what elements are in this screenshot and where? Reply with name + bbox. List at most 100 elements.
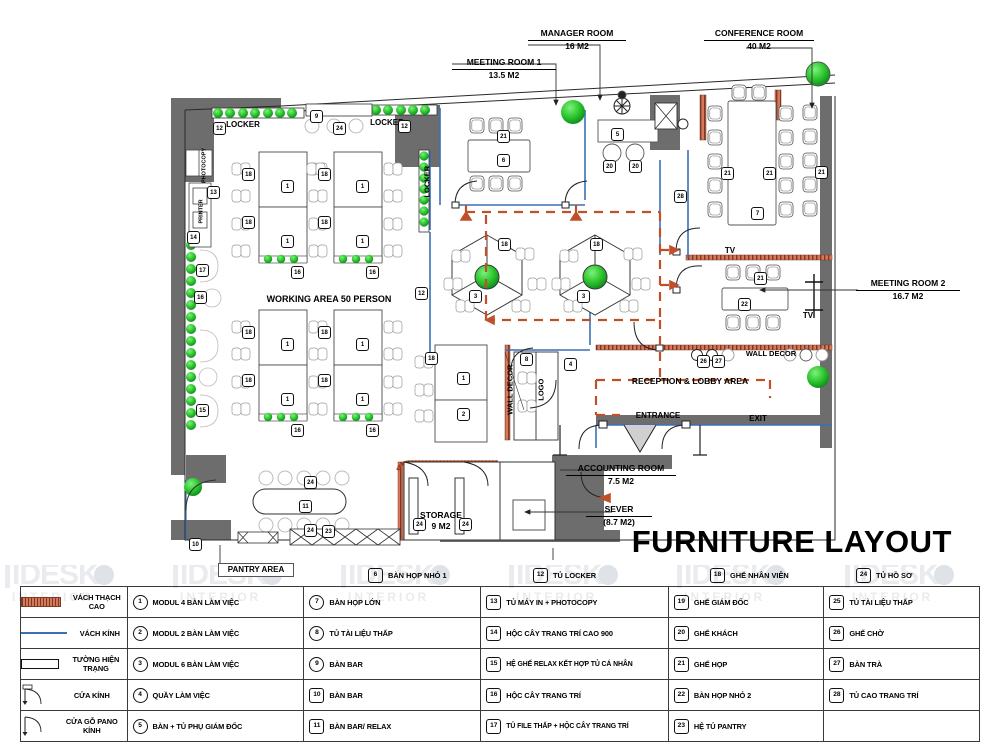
plan-item-badge: 18 — [318, 326, 331, 339]
sever-room-callout: SEVER (8.7 M2) — [586, 504, 652, 527]
item-number-badge: 5 — [132, 718, 148, 734]
floor-plan-drawing — [171, 44, 858, 563]
plan-item-badge: 16 — [194, 291, 207, 304]
item-label: TỦ HỒ SƠ — [876, 571, 913, 580]
legend-item-cell: 10 BÀN BAR — [303, 679, 482, 711]
plan-item-badge: 22 — [738, 298, 751, 311]
legend-clipped-top-row: 6 BÀN HỌP NHỎ 1 12 TỦ LOCKER 18 GHẾ NHÂN… — [20, 568, 980, 585]
service-rooms — [403, 461, 556, 541]
locker-side-label: LOCKER — [422, 165, 432, 198]
plan-item-badge: 24 — [413, 518, 426, 531]
item-number-badge: 21 — [673, 656, 689, 672]
locker-left-label: LOCKER — [226, 120, 260, 129]
plan-item-badge: 8 — [520, 353, 533, 366]
plan-item-badge: 28 — [674, 190, 687, 203]
workstation-cluster-top — [258, 151, 383, 421]
meeting-room-2-area: 16.7 M2 — [892, 290, 924, 301]
plan-item-badge: 1 — [281, 180, 294, 193]
plan-item-badge: 24 — [304, 524, 317, 537]
legend-item-cell: 28 TỦ CAO TRANG TRÍ — [823, 679, 980, 711]
plan-item-badge: 17 — [196, 264, 209, 277]
plan-item-badge: 18 — [590, 238, 603, 251]
plan-item-badge: 21 — [721, 167, 734, 180]
item-number-badge: 22 — [673, 687, 689, 703]
item-number-badge: 7 — [309, 594, 325, 610]
legend-item-cell: 22 BÀN HỌP NHỎ 2 — [667, 679, 825, 711]
wall-decor-right-label: WALL DECOR — [745, 349, 797, 358]
item-label: GHẾ NHÂN VIÊN — [730, 571, 789, 580]
plan-item-badge: 16 — [291, 424, 304, 437]
item-label: GHẾ KHÁCH — [693, 628, 738, 638]
plan-item-badge: 18 — [318, 168, 331, 181]
item-label: GHẾ HỌP — [693, 659, 728, 669]
legend-item-cell: 17 TỦ FILE THẤP + HỘC CÂY TRANG TRÍ — [480, 710, 669, 742]
item-label: TỦ MÁY IN + PHOTOCOPY — [506, 597, 598, 607]
plan-item-badge: 24 — [459, 518, 472, 531]
legend-item-cell: 19 GHẾ GIÁM ĐỐC — [667, 586, 825, 618]
item-number-badge: 11 — [309, 718, 325, 734]
gypsum-wall-swatch-icon — [21, 597, 61, 607]
plan-item-badge: 4 — [564, 358, 577, 371]
plan-item-badge: 18 — [425, 352, 438, 365]
glass-wall-swatch-icon — [21, 632, 67, 634]
circulation-route — [464, 205, 772, 417]
plan-item-badge: 6 — [497, 154, 510, 167]
legend-row: CỬA GỖ PANO KÍNH 5 BÀN + TỦ PHỤ GIÁM ĐỐC… — [20, 710, 980, 742]
item-number-badge: 3 — [132, 656, 148, 672]
plan-item-badge: 18 — [318, 374, 331, 387]
legend-item-cell: 14 HỘC CÂY TRANG TRÍ CAO 900 — [480, 617, 669, 649]
printer-label: PRINTER — [198, 199, 205, 224]
plan-item-badge: 18 — [318, 216, 331, 229]
pantry-units — [237, 528, 401, 546]
item-number-badge: 10 — [309, 687, 325, 703]
plan-item-badge: 18 — [242, 374, 255, 387]
sever-room-area: (8.7 M2) — [603, 516, 635, 527]
storage-room-area: 9 M2 — [431, 520, 451, 531]
manager-room-title: MANAGER ROOM — [528, 28, 626, 41]
item-number-badge: 4 — [132, 687, 148, 703]
item-label: BÀN + TỦ PHỤ GIÁM ĐỐC — [152, 721, 243, 731]
item-number-badge: 19 — [673, 594, 689, 610]
plan-item-badge: 24 — [333, 122, 346, 135]
storage-room-callout: STORAGE 9 M2 — [407, 510, 475, 531]
item-number-badge: 28 — [829, 687, 845, 703]
plan-item-badge: 21 — [763, 167, 776, 180]
legend-item-cell: 7 BÀN HỌP LỚN — [303, 586, 482, 618]
tv-meeting-2-label: TV — [802, 311, 814, 320]
conference-room-area: 40 M2 — [747, 40, 771, 51]
item-number-badge: 8 — [309, 625, 325, 641]
accounting-room-callout: ACCOUNTING ROOM 7.5 M2 — [566, 463, 676, 486]
plan-item-badge: 1 — [356, 393, 369, 406]
plan-item-badge: 16 — [291, 266, 304, 279]
locker-right-label: LOCKER — [370, 118, 404, 127]
item-number-badge: 9 — [309, 656, 325, 672]
plan-item-badge: 10 — [189, 538, 202, 551]
plan-item-badge: 9 — [310, 110, 323, 123]
manager-room-furniture — [597, 90, 689, 163]
item-number-badge: 25 — [829, 594, 845, 610]
wall-decor-left-label: WALL DECOR — [505, 364, 515, 415]
plan-item-badge: 18 — [242, 326, 255, 339]
item-label: BÀN BAR — [329, 659, 363, 669]
legend-item-cell: 3 MODUL 6 BÀN LÀM VIỆC — [126, 648, 305, 680]
item-label: BÀN HỌP NHỎ 1 — [388, 571, 447, 580]
item-label: MODUL 6 BÀN LÀM VIỆC — [152, 659, 240, 669]
conference-room-title: CONFERENCE ROOM — [704, 28, 814, 41]
meeting-room-2-callout: MEETING ROOM 2 16.7 M2 — [856, 278, 960, 301]
legend-item-cell: 20 GHẾ KHÁCH — [667, 617, 825, 649]
plan-item-badge: 21 — [815, 166, 828, 179]
item-number-badge: 20 — [673, 625, 689, 641]
legend-item-cell: 15 HỆ GHẾ RELAX KẾT HỢP TỦ CÁ NHÂN — [480, 648, 669, 680]
reception-lobby-area-label: RECEPTION & LOBBY AREA — [631, 376, 749, 386]
plan-item-badge: 12 — [398, 120, 411, 133]
legend-item-cell: 2 MODUL 2 BÀN LÀM VIỆC — [126, 617, 305, 649]
legend-table: VÁCH THẠCH CAO 1 MODUL 4 BÀN LÀM VIỆC 7 … — [20, 586, 980, 742]
legend-symbol-label: VÁCH THẠCH CAO — [72, 593, 121, 611]
item-label: MODUL 4 BÀN LÀM VIỆC — [152, 597, 240, 607]
item-label: TỦ CAO TRANG TRÍ — [849, 690, 919, 700]
plan-item-badge: 18 — [242, 216, 255, 229]
plan-item-badge: 16 — [366, 424, 379, 437]
item-label: BÀN HỌP NHỎ 2 — [693, 690, 752, 700]
meeting-room-1-area: 13.5 M2 — [488, 69, 520, 80]
